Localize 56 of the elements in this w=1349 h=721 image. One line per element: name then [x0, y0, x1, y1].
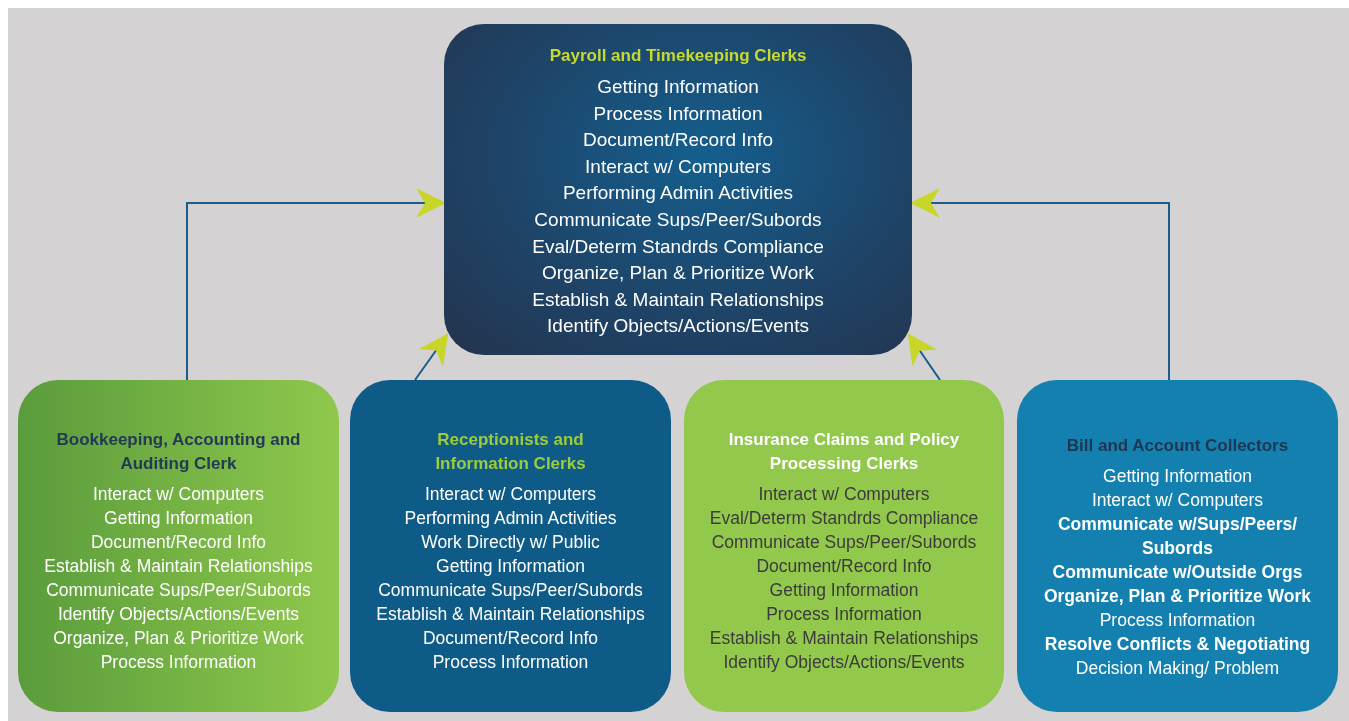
activity-item: Getting Information [436, 555, 585, 578]
activity-item: Document/Record Info [422, 627, 599, 650]
activity-item: Process Information [432, 651, 589, 674]
activity-item: Performing Admin Activities [404, 507, 617, 530]
activity-item: Decision Making/ Problem [1075, 657, 1280, 680]
card-heading: Insurance Claims and Policy Processing Clerks [727, 429, 961, 475]
activity-item: Process Information [593, 101, 763, 126]
activity-item: Document/Record Info [90, 531, 267, 554]
role-card [350, 380, 671, 712]
activity-item: Process Information [100, 651, 257, 674]
activity-item: Communicate Sups/Peer/Subords [378, 579, 643, 602]
activity-item: Interact w/ Computers [1091, 489, 1264, 512]
activity-item: Document/Record Info [756, 555, 932, 578]
activity-item: Eval/Determ Standrds Compliance [709, 507, 979, 530]
activity-item: Establish & Maintain Relationships [44, 555, 313, 578]
activity-item: Interact w/ Computers [92, 483, 265, 506]
activity-item: Interact w/ Computers [758, 483, 930, 506]
arrow [910, 188, 1170, 381]
activity-item: Identify Objects/Actions/Events [57, 603, 300, 626]
activity-item: Getting Information [769, 579, 919, 602]
card-heading: Receptionists and Information Clerks [434, 429, 587, 475]
role-card [1017, 380, 1338, 712]
activity-item: Identify Objects/Actions/Events [723, 651, 965, 674]
activity-item: Communicate w/Sups/Peers/ Subords [1056, 513, 1299, 560]
activity-item: Eval/Determ Standrds Compliance [532, 234, 824, 259]
activity-item: Establish & Maintain Relationships [376, 603, 645, 626]
activity-item: Establish & Maintain Relationships [709, 627, 979, 650]
activity-item: Communicate Sups/Peer/Subords [46, 579, 311, 602]
activity-item: Communicate w/Outside Orgs [1052, 561, 1303, 584]
card-heading: Payroll and Timekeeping Clerks [548, 45, 808, 67]
activity-item: Getting Information [1103, 465, 1252, 488]
activity-item: Interact w/ Computers [424, 483, 597, 506]
card-heading: Bill and Account Collectors [1065, 435, 1290, 457]
role-card [18, 380, 339, 712]
activity-item: Communicate Sups/Peer/Subords [711, 531, 977, 554]
activity-item: Process Information [766, 603, 922, 626]
arrow [414, 333, 449, 381]
activity-item: Getting Information [597, 75, 759, 99]
activity-item: Document/Record Info [582, 128, 774, 153]
arrow [907, 333, 941, 381]
activity-item: Process Information [1099, 609, 1256, 632]
activity-item: Communicate Sups/Peer/Subords [534, 207, 822, 232]
role-card [444, 24, 912, 355]
activity-item: Organize, Plan & Prioritize Work [53, 627, 304, 650]
activity-item: Resolve Conflicts & Negotiating [1044, 633, 1311, 656]
arrow [186, 188, 446, 381]
activity-item: Getting Information [104, 507, 253, 530]
activity-item: Organize, Plan & Prioritize Work [1043, 585, 1312, 608]
activity-item: Organize, Plan & Prioritize Work [541, 261, 815, 286]
activity-item: Establish & Maintain Relationships [532, 287, 824, 312]
activity-item: Performing Admin Activities [562, 181, 794, 206]
activity-item: Work Directly w/ Public [421, 531, 600, 554]
role-card [684, 380, 1004, 712]
activity-item: Identify Objects/Actions/Events [547, 314, 809, 339]
activity-item: Interact w/ Computers [585, 154, 771, 179]
card-heading: Bookkeeping, Accounting and Auditing Clerk [55, 429, 302, 475]
